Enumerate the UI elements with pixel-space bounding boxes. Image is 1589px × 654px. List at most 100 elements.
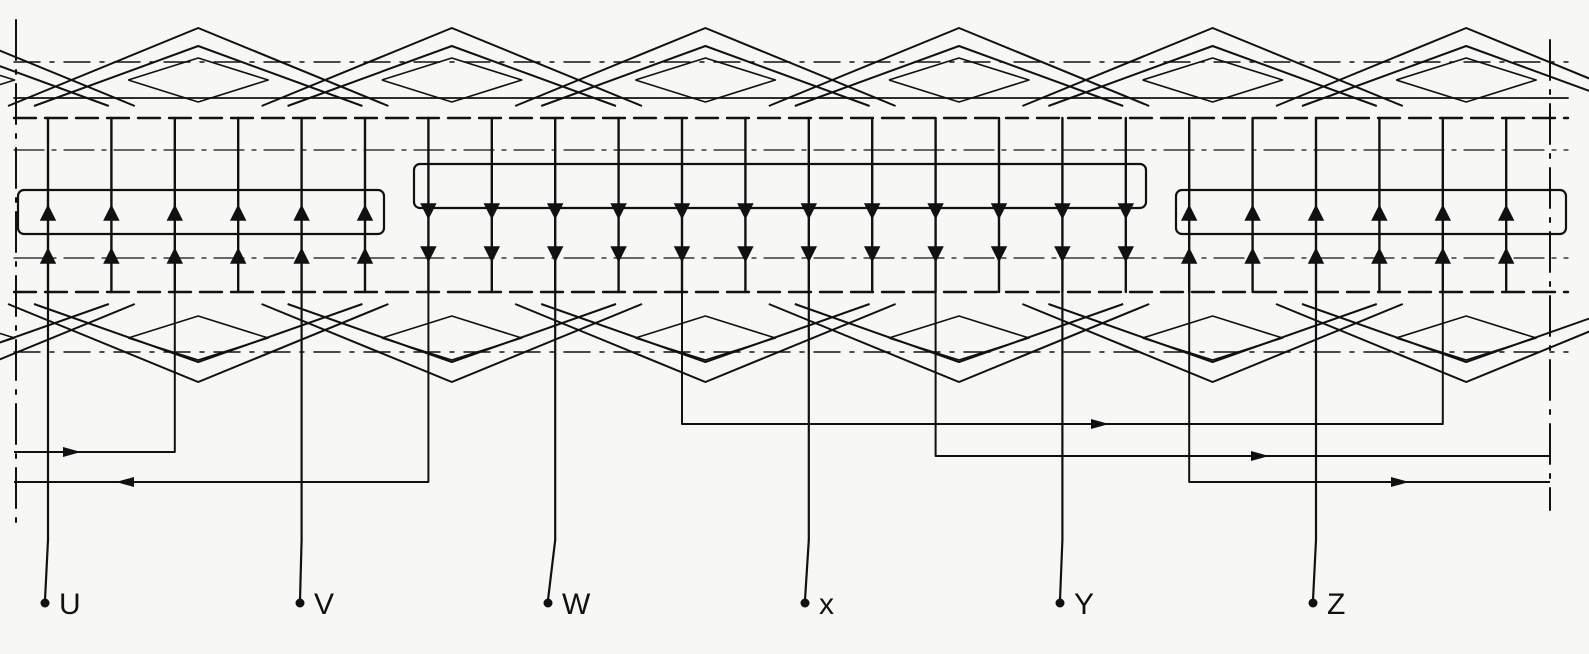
top-coil-end-diamond bbox=[127, 57, 270, 103]
bottom-coil-end-diamond bbox=[1395, 315, 1537, 361]
end-connections-top bbox=[0, 27, 1589, 107]
terminal-label-u: U bbox=[59, 588, 81, 621]
top-coil-end-inner bbox=[1301, 45, 1589, 107]
current-arrows bbox=[39, 203, 1515, 264]
bottom-coil-end-outer bbox=[1275, 303, 1589, 383]
phase-group-box-2 bbox=[412, 162, 1148, 210]
top-coil-end-inner bbox=[1048, 45, 1378, 107]
top-coil-end-diamond bbox=[0, 74, 16, 86]
lead-wire-drop bbox=[43, 538, 50, 602]
lead-wire-drop bbox=[298, 538, 303, 602]
lead-wire-drop bbox=[803, 538, 810, 602]
current-down-arrow bbox=[927, 246, 944, 263]
bottom-coil-end-diamond bbox=[381, 315, 523, 361]
top-coil-end-inner bbox=[794, 45, 1124, 107]
current-up-arrow bbox=[166, 247, 184, 264]
current-up-arrow bbox=[1307, 204, 1325, 221]
current-up-arrow bbox=[229, 204, 247, 221]
bus-direction-arrow bbox=[1251, 451, 1269, 461]
terminal-dot bbox=[40, 598, 50, 608]
current-down-arrow bbox=[1054, 246, 1071, 263]
current-down-arrow bbox=[610, 203, 627, 220]
current-down-arrow bbox=[483, 246, 501, 263]
current-up-arrow bbox=[1497, 204, 1515, 221]
lead-wire-drop bbox=[1058, 538, 1064, 602]
current-up-arrow bbox=[1244, 247, 1261, 264]
bus-direction-arrow bbox=[63, 447, 81, 457]
current-down-arrow bbox=[673, 246, 691, 263]
current-up-arrow bbox=[356, 247, 374, 264]
current-down-arrow bbox=[990, 203, 1008, 220]
bus-wire-3 bbox=[681, 292, 1444, 425]
lead-wire-drop bbox=[546, 538, 557, 602]
current-down-arrow bbox=[990, 246, 1008, 263]
bus-direction-arrow bbox=[1391, 477, 1409, 487]
current-down-arrow bbox=[863, 246, 881, 263]
current-down-arrow bbox=[927, 203, 944, 220]
current-up-arrow bbox=[356, 204, 374, 221]
terminal-label-w: W bbox=[562, 588, 591, 621]
current-down-arrow bbox=[483, 203, 501, 220]
lead-wires bbox=[14, 290, 1550, 602]
bus-wire-5 bbox=[1188, 292, 1550, 483]
current-up-arrow bbox=[229, 247, 247, 264]
top-coil-end-inner bbox=[540, 45, 870, 107]
terminal-dot bbox=[543, 598, 553, 608]
top-coil-end-inner bbox=[287, 45, 617, 107]
current-down-arrow bbox=[863, 203, 881, 220]
current-up-arrow bbox=[1371, 204, 1388, 221]
bottom-coil-end-diamond bbox=[0, 332, 16, 344]
current-down-arrow bbox=[1054, 203, 1071, 220]
current-up-arrow bbox=[1497, 247, 1515, 264]
terminal-dot bbox=[1055, 598, 1065, 608]
top-coil-end-inner bbox=[33, 45, 363, 107]
current-down-arrow bbox=[737, 203, 754, 220]
bottom-coil-end-diamond bbox=[888, 315, 1030, 361]
current-up-arrow bbox=[293, 247, 310, 264]
current-down-arrow bbox=[610, 246, 627, 263]
top-coil-end-diamond bbox=[888, 57, 1030, 103]
bus-direction-arrow bbox=[1091, 419, 1109, 429]
current-down-arrow bbox=[673, 203, 691, 220]
current-up-arrow bbox=[1244, 204, 1261, 221]
top-coil-end-inner bbox=[0, 65, 110, 107]
phase-group-box-3 bbox=[1174, 188, 1568, 236]
bottom-coil-end-inner bbox=[1301, 303, 1589, 363]
current-down-arrow bbox=[420, 203, 437, 220]
current-up-arrow bbox=[103, 204, 120, 221]
current-up-arrow bbox=[166, 204, 184, 221]
top-coil-end-diamond bbox=[635, 57, 777, 103]
lead-wire-drop bbox=[1311, 538, 1318, 602]
terminal-dot bbox=[800, 598, 810, 608]
terminal-label-y: Y bbox=[1074, 588, 1094, 621]
coil-sides bbox=[46, 116, 1508, 294]
end-connections-bottom bbox=[0, 303, 1589, 383]
bus-direction-arrow bbox=[116, 477, 134, 487]
current-up-arrow bbox=[1371, 247, 1388, 264]
current-up-arrow bbox=[39, 247, 57, 264]
current-up-arrow bbox=[1307, 247, 1325, 264]
bottom-coil-end-diamond bbox=[1142, 315, 1284, 361]
terminal-label-z: Z bbox=[1327, 588, 1345, 621]
bottom-coil-end-diamond bbox=[635, 315, 777, 361]
current-up-arrow bbox=[1434, 247, 1452, 264]
current-down-arrow bbox=[1117, 203, 1135, 220]
terminal-dot bbox=[295, 598, 305, 608]
bottom-coil-end-diamond bbox=[127, 315, 270, 361]
current-up-arrow bbox=[39, 204, 57, 221]
top-coil-end-diamond bbox=[1395, 57, 1537, 103]
terminal-label-v: V bbox=[314, 588, 334, 621]
current-down-arrow bbox=[420, 246, 437, 263]
current-up-arrow bbox=[1180, 247, 1198, 264]
current-down-arrow bbox=[800, 246, 818, 263]
core-boundary-lines bbox=[12, 19, 1570, 531]
top-coil-end-outer bbox=[1275, 27, 1589, 107]
current-up-arrow bbox=[1180, 204, 1198, 221]
current-up-arrow bbox=[1434, 204, 1452, 221]
phase-group-box-1 bbox=[16, 188, 386, 236]
current-down-arrow bbox=[546, 246, 564, 263]
current-down-arrow bbox=[800, 203, 818, 220]
phase-group-boxes bbox=[16, 162, 1568, 236]
